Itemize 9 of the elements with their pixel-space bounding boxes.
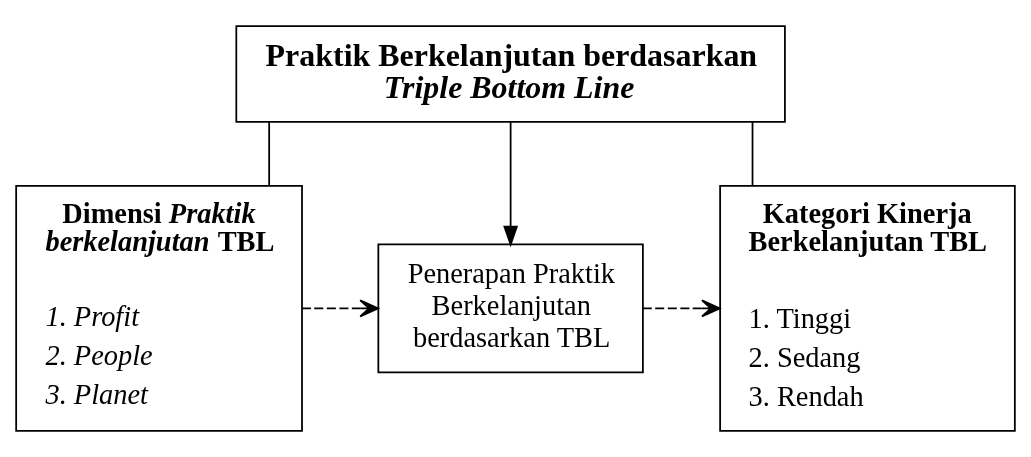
connector (268, 121, 271, 187)
arrow (503, 121, 519, 248)
connector (751, 121, 754, 187)
node-box: Kategori Kinerja Berkelanjutan TBL 1. Tinggi 2. Sedang 3. Rendah (719, 185, 1016, 432)
arrow (642, 299, 721, 318)
node-box: Penerapan Praktik Berkelanjutan berdasarkan TBL (377, 243, 644, 374)
arrow (301, 299, 379, 318)
node-box: Dimensi Praktik berkelanjutan TBL 1. Profit 2. People 3. Planet (15, 185, 303, 432)
node-box: Praktik Berkelanjutan berdasarkan Triple Bottom Line (235, 25, 786, 123)
